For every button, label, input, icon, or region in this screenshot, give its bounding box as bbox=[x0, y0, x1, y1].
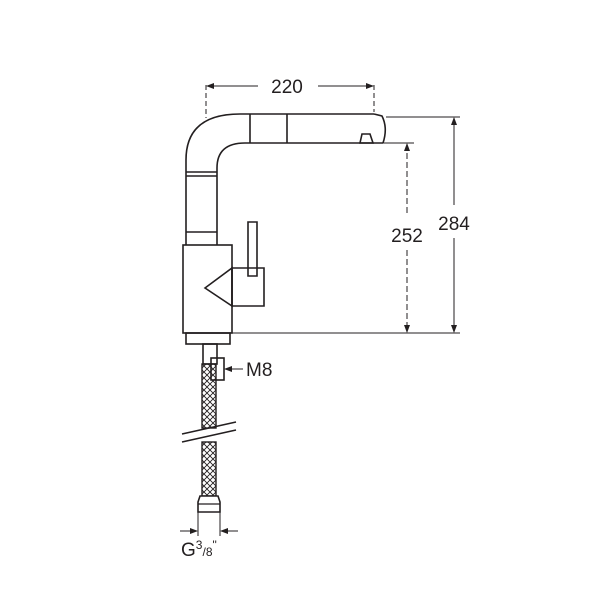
hose-conn-inch-mark: " bbox=[213, 538, 217, 552]
dimension-total-height bbox=[232, 116, 460, 334]
base-ring bbox=[185, 332, 231, 345]
faucet-outline bbox=[182, 113, 387, 381]
threaded-stud bbox=[202, 343, 218, 365]
spout-inner-contour bbox=[216, 142, 383, 245]
lever-cone bbox=[203, 266, 233, 308]
hose-conn-base: G bbox=[181, 540, 196, 561]
total-height-label: 284 bbox=[438, 214, 470, 235]
lever-handle bbox=[247, 221, 258, 277]
hose-break-marks bbox=[181, 421, 237, 443]
hose-conn-numerator: 3 bbox=[196, 538, 203, 552]
hose-conn-denominator: 8 bbox=[206, 545, 213, 559]
dimension-reach bbox=[205, 83, 375, 118]
spout-tip bbox=[373, 113, 387, 144]
hose-upper bbox=[201, 363, 217, 429]
spout-height-label: 252 bbox=[391, 226, 423, 247]
spout-joint-lines bbox=[186, 114, 288, 233]
flexible-hose bbox=[181, 363, 237, 513]
hose-conn-slash: / bbox=[202, 545, 206, 559]
dimension-spout-height bbox=[380, 142, 414, 333]
aerator bbox=[359, 133, 375, 144]
hose-connection-label: G3/8" bbox=[181, 538, 217, 561]
hose-connection-dimension bbox=[180, 512, 238, 536]
m8-label: M8 bbox=[246, 360, 272, 381]
reach-label: 220 bbox=[271, 77, 303, 98]
hose-lower bbox=[201, 441, 217, 497]
spout-outer-contour bbox=[185, 113, 374, 245]
